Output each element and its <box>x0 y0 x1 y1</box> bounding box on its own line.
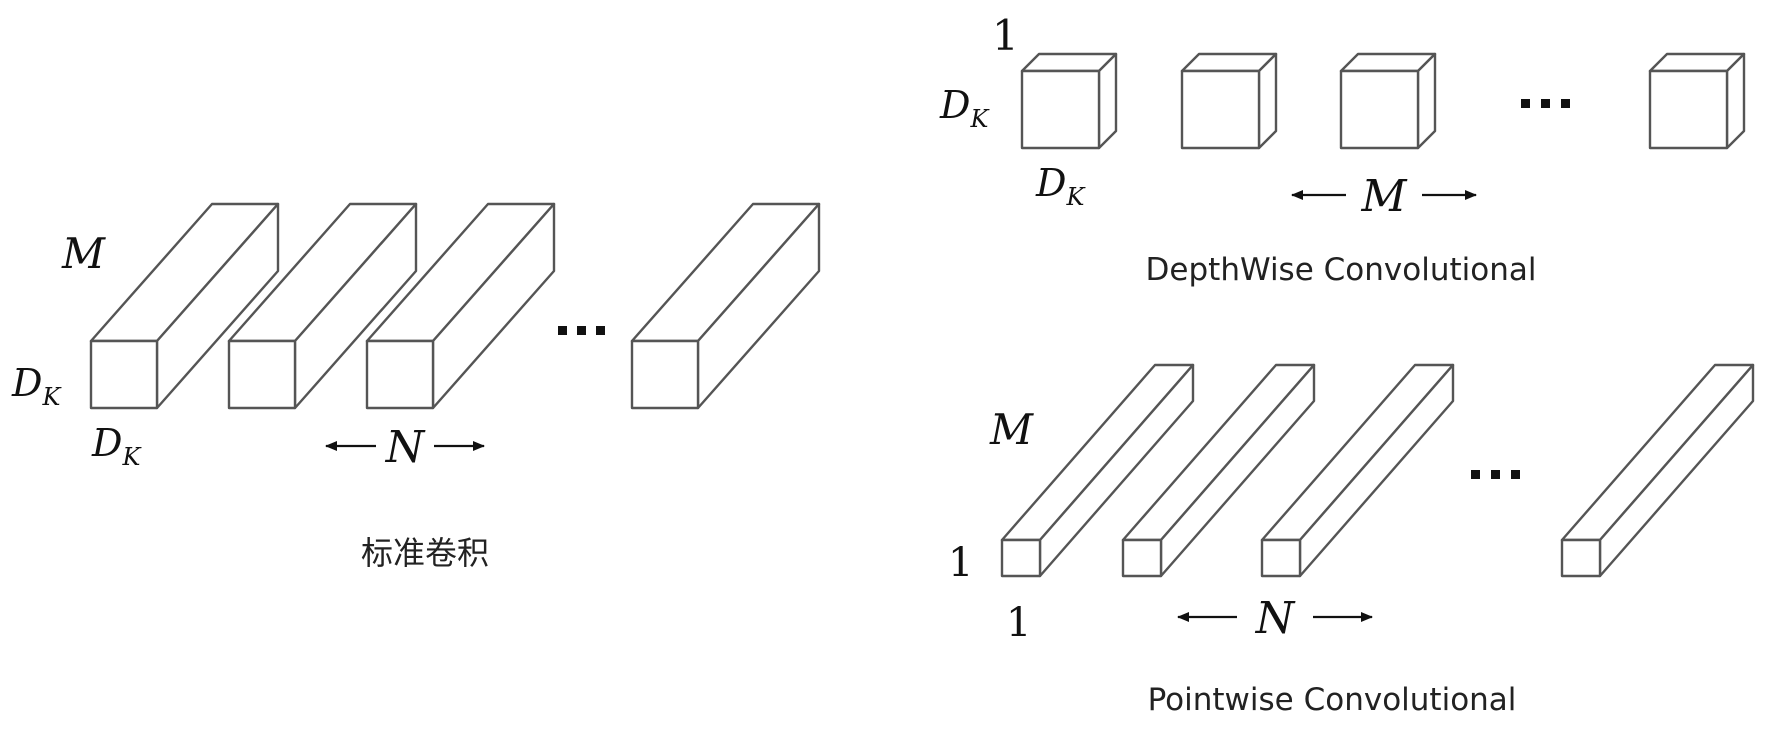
pointwise-ellipsis <box>1471 470 1520 479</box>
depthwise-ellipsis <box>1521 99 1570 108</box>
pointwise-kernel-3 <box>1260 363 1455 578</box>
standard-depth-label: M <box>61 229 106 278</box>
standard-conv-kernels <box>89 202 821 410</box>
standard-width-label: DK <box>91 421 142 471</box>
pointwise-kernel-n <box>1560 363 1755 578</box>
pointwise-count-label: N <box>1255 593 1296 644</box>
standard-kernel-n <box>630 202 821 410</box>
pointwise-caption: Pointwise Convolutional <box>1148 682 1517 718</box>
depthwise-count-label: M <box>1360 171 1407 222</box>
depthwise-kernel-3 <box>1339 52 1437 150</box>
depthwise-kernel-m <box>1648 52 1746 150</box>
depthwise-kernel-1 <box>1020 52 1118 150</box>
pointwise-kernel-2 <box>1121 363 1316 578</box>
depthwise-width-label: DK <box>1035 161 1086 211</box>
pointwise-width-label: 1 <box>1006 600 1031 646</box>
pointwise-kernels <box>1000 363 1755 578</box>
standard-ellipsis <box>558 326 605 335</box>
pointwise-height-label: 1 <box>948 540 973 586</box>
standard-kernel-1 <box>89 202 280 410</box>
standard-kernel-3 <box>365 202 556 410</box>
depthwise-caption: DepthWise Convolutional <box>1146 252 1537 288</box>
pointwise-depth-label: M <box>989 405 1034 454</box>
standard-height-label: DK <box>11 361 62 411</box>
standard-count-label: N <box>385 422 426 473</box>
depthwise-depth-label: 1 <box>992 11 1019 60</box>
standard-kernel-2 <box>227 202 418 410</box>
depthwise-kernels <box>1020 52 1746 150</box>
standard-caption: 标准卷积 <box>361 534 489 572</box>
depthwise-height-label: DK <box>939 83 990 133</box>
pointwise-kernel-1 <box>1000 363 1195 578</box>
depthwise-kernel-2 <box>1180 52 1278 150</box>
